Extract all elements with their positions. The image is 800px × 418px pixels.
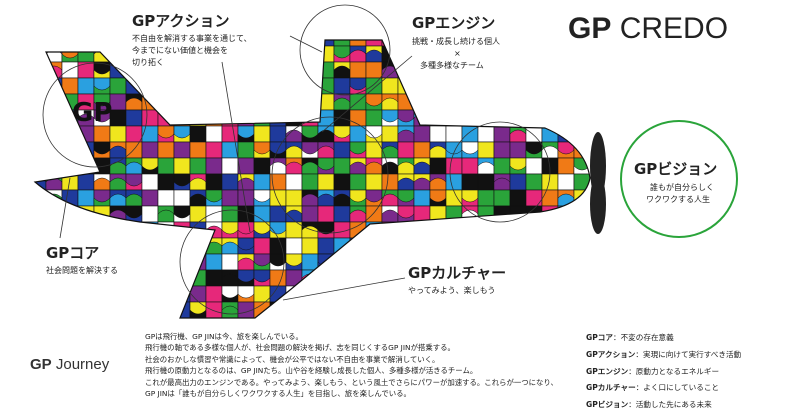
vision-line-2: ワクワクする人生 xyxy=(646,195,710,204)
culture-title: GPカルチャー xyxy=(408,264,507,282)
action-line-2: 今までにない価値と機会を xyxy=(132,46,228,55)
vision-desc: 誰もが自分らしく ワクワクする人生 xyxy=(646,182,714,206)
propeller-icon xyxy=(590,132,606,234)
legend-name: GPエンジン xyxy=(586,366,629,376)
culture-circle xyxy=(179,209,285,315)
leader-line-action xyxy=(221,61,251,233)
legend-item-culture: GPカルチャー：よく口にしていること xyxy=(586,380,741,397)
legend-name: GPコア xyxy=(586,333,613,342)
story-line-4: 飛行機の原動力となるのは、GP JINたち。山や谷を経験し成長した個人、多種多様… xyxy=(145,366,478,376)
engine-title: GPエンジン xyxy=(412,14,496,32)
story-line-1: GPは飛行機、GP JINは今、旅を楽しんでいる。 xyxy=(145,332,303,341)
title-prefix: GP xyxy=(568,12,612,45)
engine-line-2: × xyxy=(454,49,461,58)
legend-desc: ：原動力となるエネルギー xyxy=(628,366,720,376)
engine-line-1: 挑戦・成長し続ける個人 xyxy=(412,37,500,46)
vision-nose-circle xyxy=(449,121,551,223)
leader-line-core xyxy=(59,177,71,239)
culture-desc: やってみよう、楽しもう xyxy=(408,286,496,295)
story-line-5: これが最高出力のエンジンである。やってみよう、楽しもう、という風土でさらにパワー… xyxy=(145,377,558,387)
legend-desc: ：実現に向けて実行すべき活動 xyxy=(635,349,742,359)
legend-item-core: GPコア：不変の存在意義 xyxy=(586,330,741,347)
legend-desc: ：よく口にしていること xyxy=(635,383,720,393)
legend-item-vision: GPビジョン：活動した先にある未来 xyxy=(586,397,741,414)
legend: GPコア：不変の存在意義 GPアクション：実現に向けて実行すべき活動 GPエンジ… xyxy=(586,330,741,414)
leader-line-culture xyxy=(282,277,406,301)
action-title: GPアクション xyxy=(132,12,230,30)
legend-name: GPカルチャー xyxy=(586,383,636,393)
action-circle xyxy=(299,4,391,96)
legend-item-engine: GPエンジン：原動力となるエネルギー xyxy=(586,364,741,381)
legend-item-action: GPアクション：実現に向けて実行すべき活動 xyxy=(586,347,741,364)
journey-word: Journey xyxy=(55,356,110,373)
journey-prefix: GP xyxy=(30,356,52,373)
legend-desc: ：活動した先にある未来 xyxy=(628,400,712,410)
page-title: GP CREDO xyxy=(568,12,728,46)
action-line-3: 切り拓く xyxy=(132,58,164,67)
vision-line-1: 誰もが自分らしく xyxy=(650,183,714,192)
tail-mark: GP xyxy=(72,98,113,128)
story-line-3: 社会のおかしな慣習や常識によって、機会が公平ではない不自由を事業で解消していく。 xyxy=(145,354,440,364)
title-word: CREDO xyxy=(619,12,729,45)
journey-title: GP Journey xyxy=(30,356,109,373)
legend-name: GPアクション xyxy=(586,349,636,359)
engine-line-3: 多種多様なチーム xyxy=(420,61,484,70)
legend-desc: ：不変の存在意義 xyxy=(613,333,674,342)
core-circle xyxy=(42,62,148,168)
core-desc: 社会問題を解決する xyxy=(46,266,118,275)
engine-desc: 挑戦・成長し続ける個人 × 多種多様なチーム xyxy=(412,36,500,72)
vision-title: GPビジョン xyxy=(634,160,718,178)
engine-circle xyxy=(271,116,389,234)
action-desc: 不自由を解消する事業を通じて、 今までにない価値と機会を 切り拓く xyxy=(132,33,252,69)
leader-line-engine xyxy=(321,55,413,133)
story-line-6: GP JINは「誰もが自分らしくワクワクする人生」を目指し、旅を楽しんでいる。 xyxy=(145,389,411,399)
vision-circle xyxy=(620,120,738,238)
action-line-1: 不自由を解消する事業を通じて、 xyxy=(132,34,252,43)
leader-line-action2 xyxy=(289,35,323,53)
story-line-2: 飛行機の軸である多様な個人が、社会問題の解決を掲げ、志を同じくするGP JINが… xyxy=(145,343,455,353)
core-title: GPコア xyxy=(46,244,100,262)
legend-name: GPビジョン xyxy=(586,400,629,410)
journey-story: GPは飛行機、GP JINは今、旅を楽しんでいる。 飛行機の軸である多様な個人が… xyxy=(145,331,558,399)
